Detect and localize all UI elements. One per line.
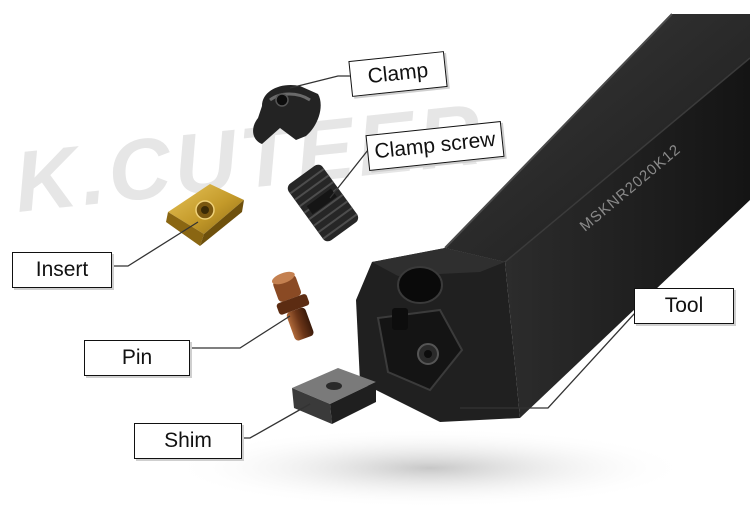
shim-part <box>292 368 376 424</box>
label-insert: Insert <box>12 252 112 288</box>
tool-holder: MSKNR2020K12 <box>356 13 750 422</box>
clamp-part <box>253 84 321 144</box>
insert-part <box>166 184 244 246</box>
label-shim: Shim <box>134 423 242 459</box>
leader-lines <box>114 75 660 439</box>
pin-part <box>271 271 314 341</box>
clamp-screw-part <box>287 164 359 242</box>
floor-shadow <box>170 428 690 508</box>
label-pin: Pin <box>84 340 190 376</box>
label-tool: Tool <box>634 288 734 324</box>
